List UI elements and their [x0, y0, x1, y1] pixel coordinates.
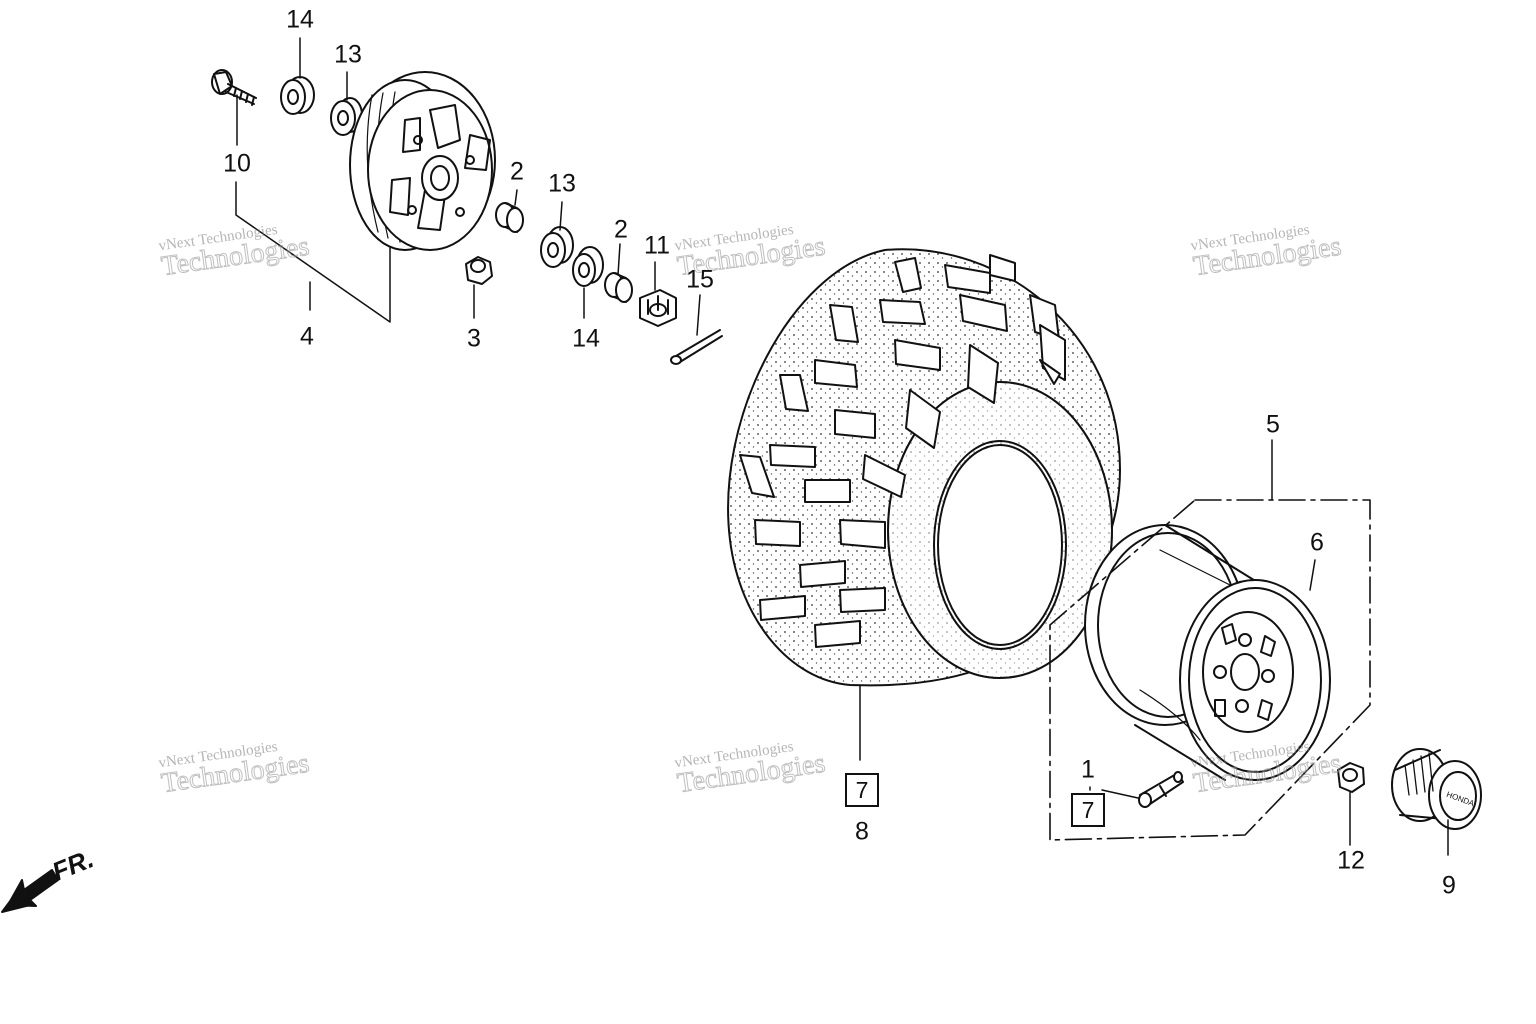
callout-2-first: 2	[510, 157, 524, 186]
bearing-part-13-top	[330, 97, 363, 136]
collar-part-2-first	[495, 202, 524, 233]
callout-1: 1	[1081, 755, 1095, 784]
rim-part-6	[1084, 524, 1331, 781]
callout-12: 12	[1337, 846, 1365, 875]
nut-part-3	[465, 256, 493, 285]
seal-part-14-top	[280, 76, 315, 115]
callout-13-top: 13	[334, 40, 362, 69]
callout-13-second: 13	[548, 169, 576, 198]
callout-15: 15	[686, 265, 714, 294]
bolt-part-10	[211, 69, 257, 106]
callout-11: 11	[644, 231, 670, 260]
callout-5: 5	[1266, 410, 1280, 439]
callout-4: 4	[300, 322, 314, 351]
boxed-ref-7-valve: 7	[1071, 793, 1105, 827]
callout-9: 9	[1442, 871, 1456, 900]
wheel-nut-part-12	[1337, 762, 1365, 846]
collar-part-2-second	[604, 272, 633, 303]
valve-stem-part-1	[1138, 771, 1184, 808]
hub-cap-part-9	[1391, 748, 1482, 856]
front-direction-arrow	[1, 869, 59, 913]
castle-nut-part-11	[639, 289, 677, 327]
seal-part-14-second	[572, 246, 604, 287]
cotter-pin-part-15	[670, 329, 723, 365]
callout-14-second: 14	[572, 324, 600, 353]
tire-part-8	[727, 248, 1121, 761]
bearing-part-13-second	[540, 226, 574, 268]
callout-8: 8	[855, 817, 869, 846]
callout-6: 6	[1310, 528, 1324, 557]
callout-14-top: 14	[286, 5, 314, 34]
callout-10: 10	[223, 149, 251, 178]
boxed-ref-7-tire: 7	[845, 773, 879, 807]
leader-lines	[235, 37, 1371, 841]
hub-drum-part-4	[349, 71, 496, 251]
callout-2-second: 2	[614, 215, 628, 244]
callout-3: 3	[467, 324, 481, 353]
